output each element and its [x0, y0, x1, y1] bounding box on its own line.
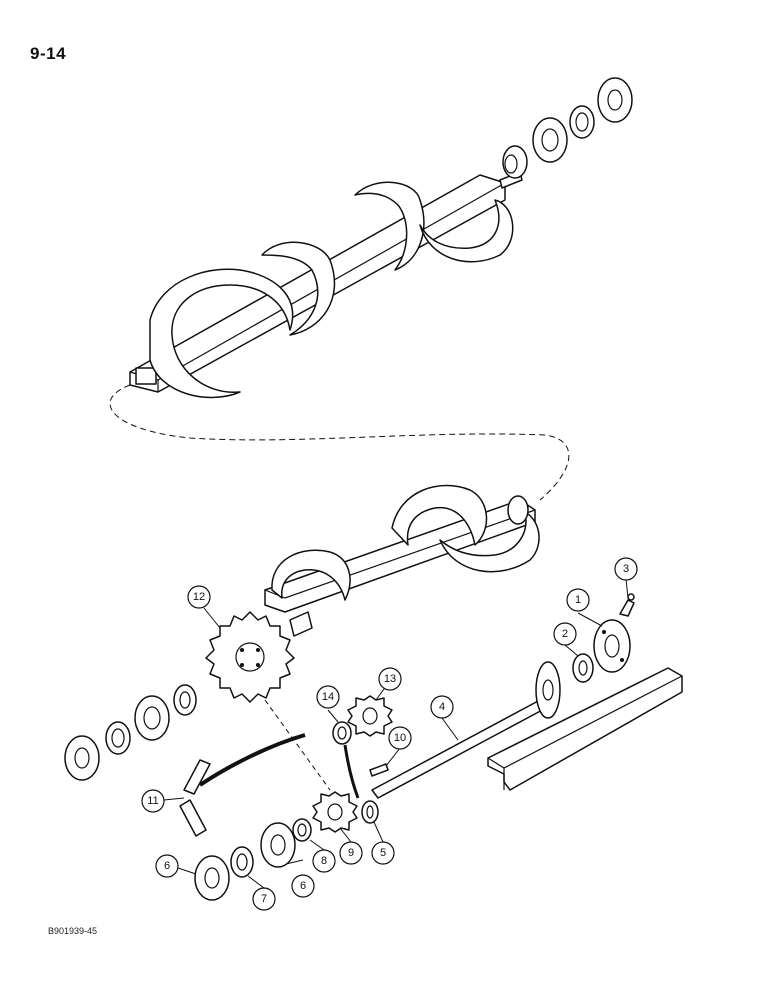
key-10: [369, 763, 389, 777]
callout-12-label: 12: [193, 591, 205, 603]
callout-8-label: 8: [321, 855, 327, 867]
upper-tube-end: [135, 367, 157, 385]
callout-10-label: 10: [394, 732, 406, 744]
callout-11: 11: [141, 789, 165, 813]
callout-12: 12: [187, 585, 211, 609]
sprocket-12: [205, 611, 295, 703]
callout-9-label: 9: [348, 847, 354, 859]
left-flange-outer: [64, 735, 100, 781]
sprocket-large: [205, 611, 295, 703]
callout-5: 5: [371, 841, 395, 865]
bearing-2: [572, 653, 594, 683]
sprocket-small-lower: [312, 791, 358, 833]
upper-flight-2: [261, 241, 336, 336]
lower-flight-2: [391, 484, 488, 546]
sprocket-13: [347, 695, 393, 737]
page-number: 9-14: [30, 44, 67, 63]
callout-13-label: 13: [384, 673, 396, 685]
upper-bearing-assembly: [502, 77, 633, 179]
sprocket-9: [312, 791, 358, 833]
flange-6-inner: [260, 822, 296, 868]
lower-shaft-stub: [289, 611, 313, 637]
callout-9: 9: [339, 841, 363, 865]
upper-flight-1: [149, 268, 294, 399]
sprocket-small-upper: [347, 695, 393, 737]
callout-1: 1: [566, 588, 590, 612]
lower-hub: [507, 495, 529, 525]
left-bearing-assembly: [64, 684, 197, 781]
upper-collar: [502, 145, 528, 179]
spacer-14: [332, 721, 352, 745]
callout-2-label: 2: [562, 628, 568, 640]
callout-4: 4: [430, 695, 454, 719]
lower-flight-1: [271, 549, 351, 601]
flange-6-outer: [194, 855, 230, 901]
left-bearing: [105, 721, 131, 755]
callout-5-label: 5: [380, 847, 386, 859]
callout-7: 7: [252, 887, 276, 911]
auger-continuity-line: [109, 384, 570, 501]
upper-flange-inner: [532, 117, 568, 163]
collar-5: [361, 800, 379, 824]
callout-8: 8: [312, 849, 336, 873]
callout-10: 10: [388, 726, 412, 750]
angle-bracket: [487, 667, 683, 791]
left-collar: [173, 684, 197, 716]
leader-lines: [163, 578, 629, 889]
chain-11-top: [183, 759, 211, 795]
grease-fitting-3: [619, 599, 635, 617]
upper-bearing: [569, 105, 595, 139]
right-bearing-assembly: [572, 593, 635, 683]
drive-shaft: [371, 661, 561, 799]
shaft-flange: [535, 661, 561, 719]
callout-6b-label: 6: [300, 880, 306, 892]
callout-6a-label: 6: [164, 860, 170, 872]
callout-14: 14: [316, 685, 340, 709]
callout-3-label: 3: [623, 563, 629, 575]
callout-6b: 6: [291, 874, 315, 898]
callout-1-label: 1: [575, 594, 581, 606]
callout-11-label: 11: [147, 795, 158, 807]
spacer-8: [292, 818, 312, 842]
chain-11-bottom: [179, 799, 207, 837]
bearing-7: [230, 846, 254, 878]
upper-flight-4: [419, 199, 514, 263]
lower-bearing-assembly: [194, 822, 296, 901]
callout-6a: 6: [155, 854, 179, 878]
upper-flange-outer: [597, 77, 633, 123]
callout-14-label: 14: [322, 691, 334, 703]
lower-auger: [264, 484, 540, 637]
upper-flight-3: [354, 181, 425, 271]
upper-auger: [129, 171, 523, 399]
left-flange-inner: [134, 695, 170, 741]
callout-3: 3: [614, 557, 638, 581]
callout-13: 13: [378, 667, 402, 691]
roller-chain: [179, 733, 306, 837]
callout-7-label: 7: [261, 893, 267, 905]
callout-2: 2: [553, 622, 577, 646]
figure-code: B901939-45: [48, 926, 98, 936]
callout-4-label: 4: [439, 701, 445, 713]
flange-1: [593, 619, 631, 673]
